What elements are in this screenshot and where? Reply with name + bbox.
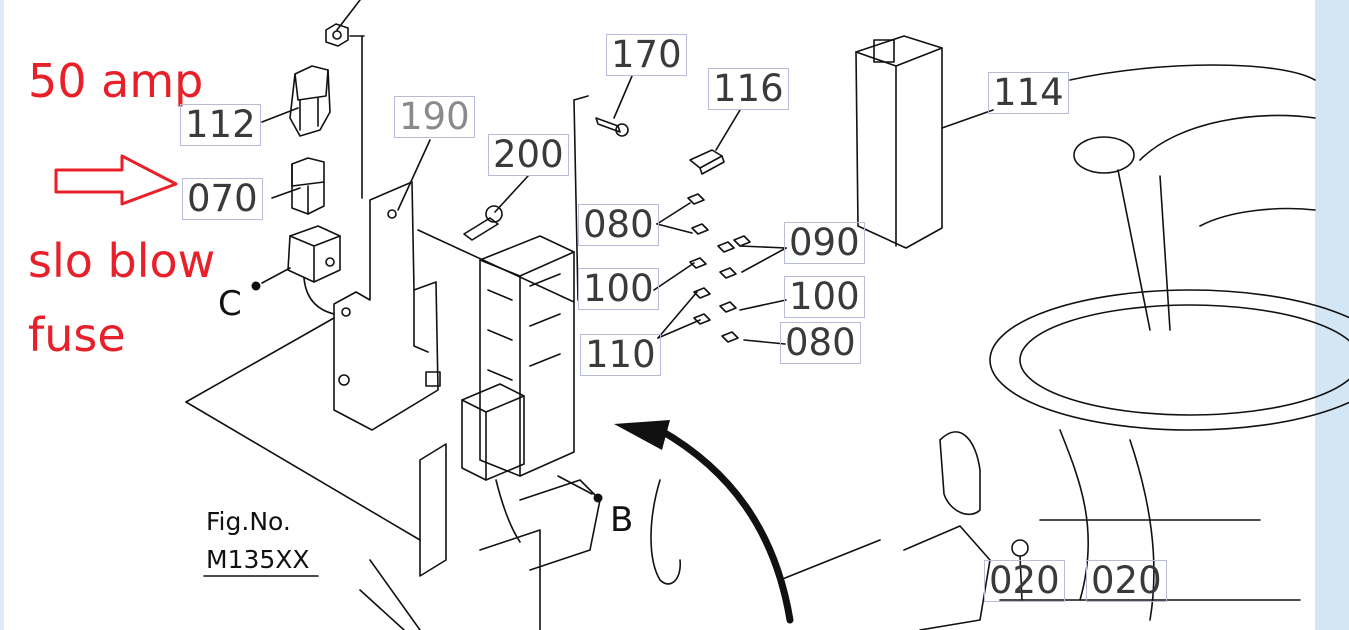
fuse-holder xyxy=(287,225,341,315)
callout-170: 170 xyxy=(606,34,687,76)
callout-020-left: 020 xyxy=(984,560,1065,602)
relay-puller-116 xyxy=(689,149,725,175)
callout-100-right: 100 xyxy=(784,276,865,318)
blade-fuses xyxy=(687,193,751,343)
dashboard-outline xyxy=(903,64,1349,630)
note-fuse: fuse xyxy=(28,308,126,362)
callout-070: 070 xyxy=(182,178,263,220)
figure-number: M135XX xyxy=(206,545,310,574)
point-c-label: C xyxy=(218,284,242,324)
note-slo-blow: slo blow xyxy=(28,234,216,288)
arrowhead xyxy=(614,420,670,450)
fuse-cover-112 xyxy=(289,65,331,137)
slow-blow-fuse-070 xyxy=(291,157,325,215)
note-amp-rating: 50 amp xyxy=(28,54,204,108)
point-c-leader xyxy=(261,267,291,284)
callout-080-lower: 080 xyxy=(780,322,861,364)
screw-170 xyxy=(595,117,629,137)
point-b-label: B xyxy=(610,500,634,540)
callout-190: 190 xyxy=(394,96,475,138)
callout-080-upper: 080 xyxy=(578,204,659,246)
point-b-leader xyxy=(557,475,593,495)
direction-arrow xyxy=(656,426,794,624)
callout-020-right: 020 xyxy=(1086,560,1167,602)
screw-200 xyxy=(463,205,503,241)
callout-200: 200 xyxy=(488,134,569,176)
point-b-dot xyxy=(593,493,603,503)
nut-part xyxy=(325,23,365,199)
fuse-box xyxy=(461,235,575,543)
red-hollow-arrow xyxy=(54,154,178,206)
callout-112: 112 xyxy=(180,104,261,146)
callout-116: 116 xyxy=(708,68,789,110)
figure-label: Fig.No. xyxy=(206,507,291,536)
bracket-190 xyxy=(333,181,441,431)
point-c-dot xyxy=(251,281,261,291)
callout-110: 110 xyxy=(580,334,661,376)
callout-100-left: 100 xyxy=(578,268,659,310)
fuse-panel-cover-114 xyxy=(855,35,943,249)
leader-lines xyxy=(261,0,994,345)
callout-090: 090 xyxy=(784,222,865,264)
assembly-guide-lines xyxy=(185,95,881,630)
callout-114: 114 xyxy=(988,72,1069,114)
window-edge-left xyxy=(0,0,4,630)
